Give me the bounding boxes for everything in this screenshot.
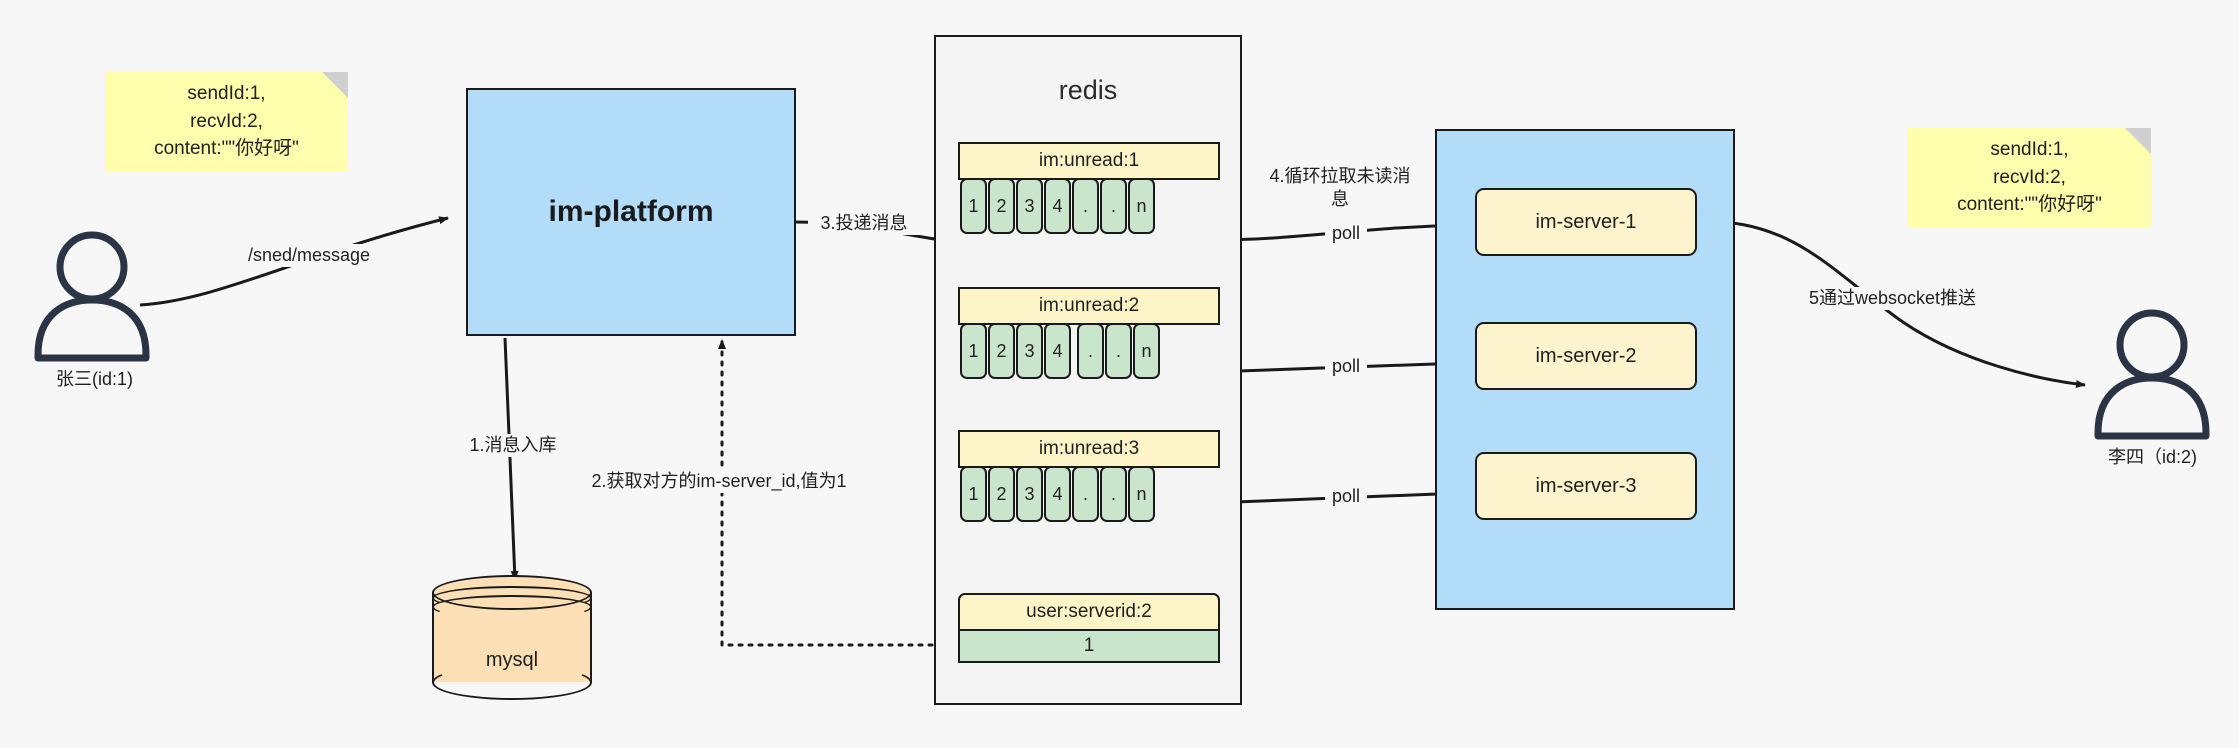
mysql-label: mysql bbox=[485, 649, 539, 671]
edge-label-step3: 3.投递消息 bbox=[808, 212, 920, 236]
note-right-text: sendId:1, recvId:2, content:""你好呀" bbox=[1957, 139, 2102, 216]
mysql-bottom-cap bbox=[432, 665, 592, 700]
im-server-1-label: im-server-1 bbox=[1535, 210, 1637, 233]
redis-cell: 2 bbox=[988, 323, 1015, 379]
redis-key-cells-2: 1 2 3 4 . . n bbox=[960, 466, 1156, 522]
redis-key-name-2: im:unread:3 bbox=[958, 430, 1220, 468]
im-server-3-label: im-server-3 bbox=[1535, 474, 1637, 497]
edge-label-step1: 1.消息入库 bbox=[452, 434, 574, 458]
redis-cell: 1 bbox=[960, 178, 987, 234]
redis-key-name-1: im:unread:2 bbox=[958, 287, 1220, 325]
im-server-2-box[interactable]: im-server-2 bbox=[1475, 322, 1697, 390]
redis-cell: 3 bbox=[1016, 178, 1043, 234]
edge-label-poll-1: poll bbox=[1325, 222, 1367, 246]
redis-cell: 4 bbox=[1044, 323, 1071, 379]
edge-label-step4: 4.循环拉取未读消 息 bbox=[1255, 165, 1425, 212]
redis-cell: . bbox=[1072, 466, 1099, 522]
redis-cell: 4 bbox=[1044, 466, 1071, 522]
redis-key-name-0: im:unread:1 bbox=[958, 142, 1220, 180]
im-platform-box[interactable]: im-platform bbox=[466, 88, 796, 336]
note-fold-icon bbox=[322, 72, 348, 98]
redis-cell: 3 bbox=[1016, 466, 1043, 522]
note-fold-icon bbox=[2125, 128, 2151, 154]
im-server-1-box[interactable]: im-server-1 bbox=[1475, 188, 1697, 256]
redis-cell: 4 bbox=[1044, 178, 1071, 234]
redis-cell: 2 bbox=[988, 178, 1015, 234]
redis-serverid-name: user:serverid:2 bbox=[958, 593, 1220, 631]
im-server-2-label: im-server-2 bbox=[1535, 344, 1637, 367]
edge-label-step5: 5通过websocket推送 bbox=[1785, 287, 2000, 311]
redis-cell: . bbox=[1100, 178, 1127, 234]
im-platform-label: im-platform bbox=[548, 195, 714, 228]
edge-label-step2: 2.获取对方的im-server_id,值为1 bbox=[574, 470, 864, 494]
redis-cell: . bbox=[1105, 323, 1132, 379]
mysql-rim-2 bbox=[432, 595, 592, 619]
redis-key-cells-0: 1 2 3 4 . . n bbox=[960, 178, 1156, 234]
note-right: sendId:1, recvId:2, content:""你好呀" bbox=[1908, 128, 2151, 227]
redis-cell: 2 bbox=[988, 466, 1015, 522]
redis-cell: . bbox=[1072, 178, 1099, 234]
redis-title: redis bbox=[1058, 75, 1118, 105]
mysql-rim-1 bbox=[432, 586, 592, 610]
actor-sender-label: 张三(id:1) bbox=[55, 369, 133, 389]
note-left-text: sendId:1, recvId:2, content:""你好呀" bbox=[154, 83, 299, 160]
note-left: sendId:1, recvId:2, content:""你好呀" bbox=[105, 72, 348, 171]
redis-cell: . bbox=[1100, 466, 1127, 522]
redis-cell: n bbox=[1128, 178, 1155, 234]
redis-serverid-block: user:serverid:2 1 bbox=[958, 593, 1220, 667]
redis-key-block-0: im:unread:1 1 2 3 4 . . n bbox=[958, 142, 1220, 246]
im-server-3-box[interactable]: im-server-3 bbox=[1475, 452, 1697, 520]
redis-key-block-2: im:unread:3 1 2 3 4 . . n bbox=[958, 430, 1220, 534]
redis-cell: 3 bbox=[1016, 323, 1043, 379]
mysql-database[interactable]: mysql bbox=[432, 575, 592, 700]
redis-cell: 1 bbox=[960, 466, 987, 522]
redis-cell: n bbox=[1133, 323, 1160, 379]
redis-serverid-value: 1 bbox=[958, 629, 1220, 663]
redis-key-cells-1: 1 2 3 4 . . n bbox=[960, 323, 1161, 379]
edge-label-send-message: /sned/message bbox=[229, 244, 389, 268]
redis-cell: n bbox=[1128, 466, 1155, 522]
edge-label-poll-3: poll bbox=[1325, 485, 1367, 509]
edge-label-poll-2: poll bbox=[1325, 355, 1367, 379]
redis-key-block-1: im:unread:2 1 2 3 4 . . n bbox=[958, 287, 1220, 391]
redis-cell: 1 bbox=[960, 323, 987, 379]
redis-cell: . bbox=[1077, 323, 1104, 379]
actor-receiver-label: 李四（id:2) bbox=[2107, 447, 2197, 467]
